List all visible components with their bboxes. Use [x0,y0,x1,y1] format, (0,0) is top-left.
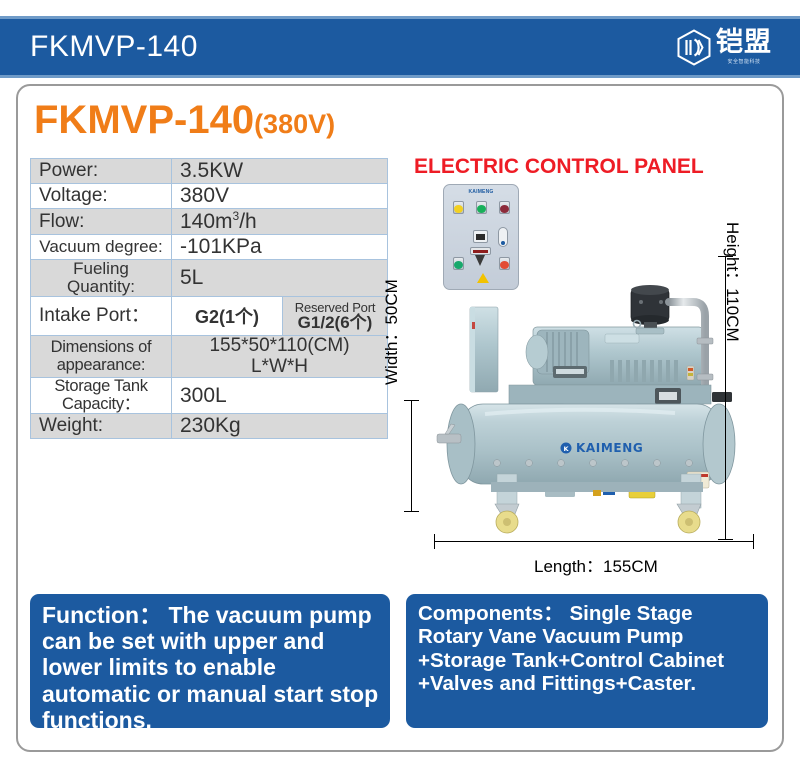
pressure-gauge-icon [475,255,486,269]
spec-label: Weight: [30,413,172,440]
length-dimension-tick-left [434,534,435,549]
spec-value: 140m3/h [171,208,388,235]
dimensions-line2: L*W*H [250,355,308,377]
table-row: Storage Tank Capacity： 300L [30,377,388,415]
height-dimension-tick-bottom [718,539,733,540]
width-dimension-tick-bottom [404,511,419,512]
indicator-lamp-green-icon [476,201,487,214]
header-bar: FKMVP-140 铠盟 安全智能科技 [0,19,800,75]
page-title: FKMVP-140 [30,30,198,63]
spec-value: 5L [171,259,388,297]
caster-wheel-icon [494,503,520,534]
brand-name-cn: 铠盟 [716,27,772,58]
display-module-icon [473,230,488,243]
height-dimension-label: Height：110CM [723,222,742,342]
intake-port-group: G2(1个) Reserved Port G1/2(6个) [172,296,387,335]
table-row: Flow: 140m3/h [30,208,388,235]
electric-control-panel-caption: ELECTRIC CONTROL PANEL [414,155,704,178]
table-row: Intake Port： G2(1个) Reserved Port G1/2(6… [30,295,388,336]
components-note: Components： Single Stage Rotary Vane Vac… [406,594,768,728]
table-row: Weight: 230Kg [30,413,388,440]
width-dimension-tick-top [404,400,419,401]
tank-brand-logo-icon: K [560,442,572,454]
spec-value: G2(1个) Reserved Port G1/2(6个) [171,295,388,336]
header-rule-top [0,16,800,19]
spec-value: 230Kg [171,413,388,440]
spec-value: 3.5KW [171,158,388,184]
svg-text:K: K [563,445,569,453]
function-note: Function： The vacuum pump can be set wit… [30,594,390,733]
spec-label: Intake Port： [30,295,172,336]
intake-port-value: G2(1个) [194,306,259,327]
spec-label: Power: [30,158,172,184]
flow-tail: /h [239,210,257,233]
spec-label: Dimensions of appearance: [30,334,172,379]
product-voltage-text: (380V) [254,109,336,139]
table-row: Voltage: 380V [30,183,388,209]
indicator-lamp-yellow-icon [453,201,464,214]
spec-label: Flow: [30,208,172,235]
spec-label: Storage Tank Capacity： [30,377,172,415]
table-row: Fueling Quantity: 5L [30,259,388,297]
length-dimension-line [434,541,754,542]
length-dimension-label: Length：155CM [534,557,658,576]
indicator-lamp-red-icon [499,201,510,214]
rotary-switch-icon [498,227,508,247]
hexagon-logo-icon [677,28,711,66]
spec-value: -101KPa [171,234,388,260]
length-dimension-tick-right [753,534,754,549]
reserved-port-cell: Reserved Port G1/2(6个) [282,296,387,335]
table-row: Power: 3.5KW [30,158,388,184]
spec-label: Voltage: [30,183,172,209]
push-button-green-icon [453,257,464,270]
page-header: FKMVP-140 铠盟 安全智能科技 [0,16,800,78]
spec-label: Vacuum degree: [30,234,172,260]
height-dimension-tick-top [718,256,733,257]
terminal-strip-icon [470,247,491,255]
caster-wheel-icon [676,503,702,534]
brand-logo: 铠盟 安全智能科技 [677,27,800,66]
control-panel-brand: KAIMENG [468,189,494,195]
svg-text:KAIMENG: KAIMENG [576,441,643,455]
spec-value: 300L [171,377,388,415]
flow-base: 140m [180,210,233,233]
specification-table: Power: 3.5KW Voltage: 380V Flow: 140m3/h… [30,158,388,440]
header-rule-bottom [0,75,800,78]
product-model-text: FKMVP-140 [34,98,255,142]
flow-exponent: 3 [232,209,240,223]
warning-triangle-icon [477,273,489,283]
table-row: Dimensions of appearance: 155*50*110(CM)… [30,334,388,379]
width-dimension-label: Width：50CM [382,279,401,385]
reserved-port-caption: Reserved Port [294,299,376,315]
spec-value: 155*50*110(CM) L*W*H [171,334,388,379]
height-dimension-line [725,256,726,540]
spec-value: 380V [171,183,388,209]
dimensions-line1: 155*50*110(CM) [209,334,350,356]
spec-label: Fueling Quantity: [30,259,172,297]
table-row: Vacuum degree: -101KPa [30,234,388,260]
brand-tagline: 安全智能科技 [727,59,761,65]
product-photo-vacuum-pump-unit: K KAIMENG [436,285,736,534]
product-model-title: FKMVP-140(380V) [34,100,335,140]
electric-control-panel: KAIMENG [443,184,519,290]
width-dimension-line [411,400,412,512]
push-button-red-icon [499,257,510,270]
reserved-port-code: G1/2(6个) [297,312,373,332]
